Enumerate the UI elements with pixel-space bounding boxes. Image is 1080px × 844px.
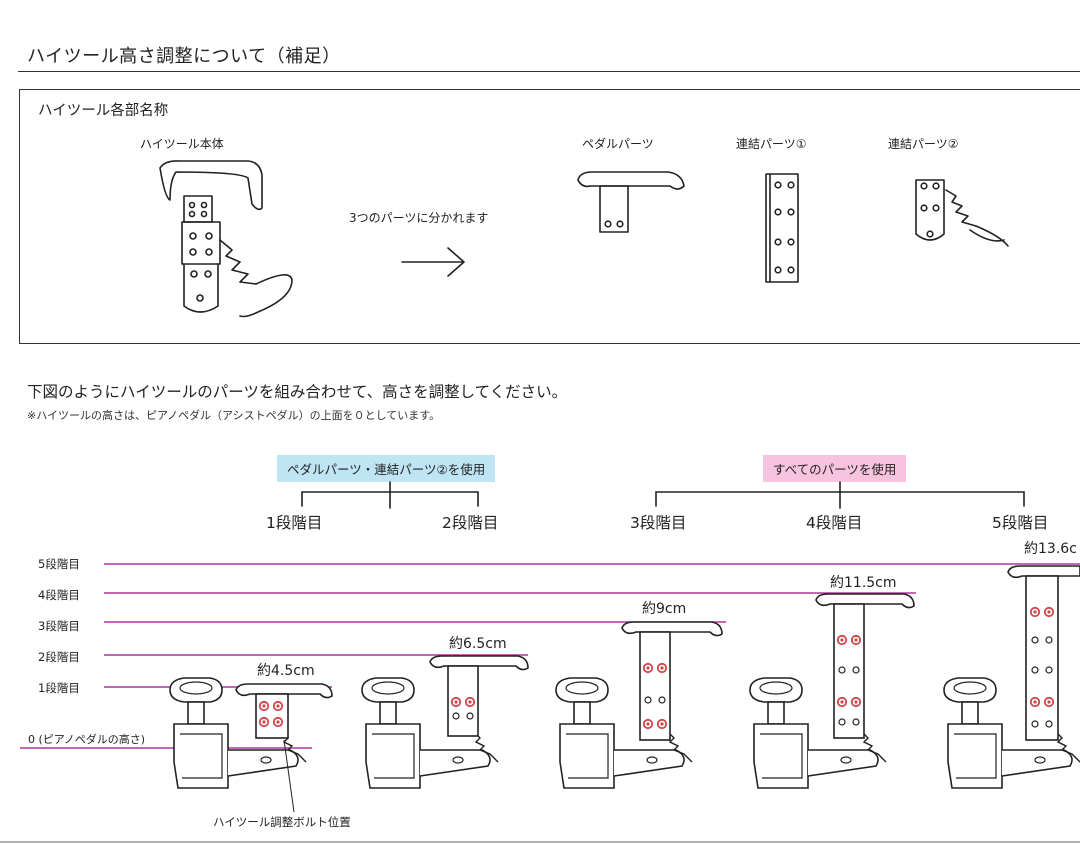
pedal-parts-illustration — [577, 171, 685, 233]
stage-2-unit — [361, 655, 529, 789]
stage-1-label: 1段階目 — [266, 514, 323, 532]
adjust-bolt-label: ハイツール調整ボルト位置 — [213, 815, 351, 829]
measurement-stage-3: 約9cm — [642, 601, 687, 617]
parts-box-title: ハイツール各部名称 — [38, 103, 169, 119]
hightool-body-label: ハイツール本体 — [140, 137, 224, 151]
title-divider — [18, 71, 1080, 72]
measurement-stage-2: 約6.5cm — [449, 636, 507, 652]
stage-3-label: 3段階目 — [630, 514, 687, 532]
group-a-bracket — [301, 481, 479, 509]
arrow-icon — [401, 247, 465, 277]
level-guide-lines — [20, 563, 1080, 749]
parts-names-box — [19, 89, 1080, 344]
stage-4-unit — [749, 593, 915, 789]
measurement-stage-5: 約13.6c — [1024, 541, 1077, 557]
stage-2-label: 2段階目 — [442, 514, 499, 532]
level-3-label: 3段階目 — [38, 619, 80, 633]
stage-4-label: 4段階目 — [806, 514, 863, 532]
group-a-tag: ペダルパーツ・連結パーツ②を使用 — [277, 455, 496, 482]
stage-5-label: 5段階目 — [992, 514, 1049, 532]
stage-1-unit — [169, 677, 333, 813]
stage-illustrations — [169, 565, 1080, 813]
link-part-1-illustration — [765, 173, 799, 283]
pedal-parts-label: ペダルパーツ — [582, 137, 654, 151]
measurement-stage-4: 約11.5cm — [830, 575, 897, 591]
split-description: 3つのパーツに分かれます — [349, 211, 489, 225]
group-b-tag: すべてのパーツを使用 — [763, 455, 907, 482]
level-2-label: 2段階目 — [38, 650, 80, 664]
stage-5-unit — [943, 565, 1080, 789]
instruction-text: 下図のようにハイツールのパーツを組み合わせて、高さを調整してください。 — [27, 383, 568, 401]
level-5-label: 5段階目 — [38, 557, 80, 571]
hightool-body-illustration — [159, 160, 293, 318]
height-note: ※ハイツールの高さは、ピアノペダル（アシストペダル）の上面を０としています。 — [27, 409, 441, 422]
page-title: ハイツール高さ調整について（補足） — [27, 46, 341, 67]
link-part-2-label: 連結パーツ② — [888, 137, 959, 151]
zero-level-label: 0 (ピアノペダルの高さ) — [28, 733, 146, 746]
level-1-label: 1段階目 — [38, 681, 80, 695]
stage-3-unit — [555, 621, 723, 789]
link-part-2-illustration — [915, 179, 1009, 247]
group-b-bracket — [655, 481, 1025, 509]
level-4-label: 4段階目 — [38, 588, 80, 602]
measurement-stage-1: 約4.5cm — [257, 663, 315, 679]
link-part-1-label: 連結パーツ① — [736, 137, 807, 151]
